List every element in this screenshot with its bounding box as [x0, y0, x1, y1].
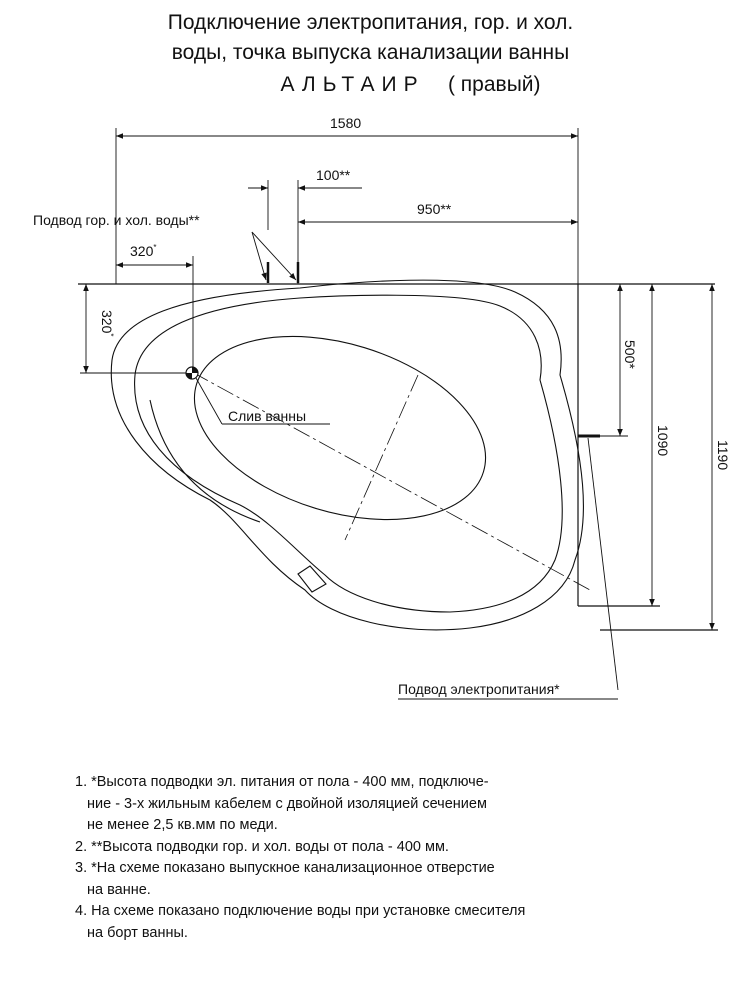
center-line-long	[191, 371, 591, 591]
water-inlets	[251, 231, 300, 283]
water-leader-1	[251, 231, 267, 281]
bathtub-armrest	[149, 399, 261, 523]
power-inlet	[398, 434, 619, 700]
bathtub-basin	[193, 335, 487, 521]
note-1-line-2: ние - 3-х жильным кабелем с двойной изол…	[87, 795, 487, 812]
dim-1580-label: 1580	[330, 115, 361, 131]
power-label: Подвод электропитания*	[398, 681, 560, 697]
model-name: АЛЬТАИР	[280, 73, 425, 96]
model-variant: ( правый)	[447, 73, 541, 96]
dim-100-label: 100**	[316, 167, 351, 183]
dim-320-x-value: 320	[130, 243, 154, 259]
note-4-line-1: 4. На схеме показано подключение воды пр…	[75, 903, 526, 919]
extension-lines	[80, 128, 628, 437]
drain-leader	[195, 377, 223, 425]
title-line-1: Подключение электропитания, гор. и хол.	[167, 11, 574, 34]
dim-320-x-mark: *	[153, 243, 156, 252]
power-leader	[587, 437, 619, 691]
dim-320-y-value: 320	[99, 310, 115, 334]
bathtub-seat	[297, 565, 327, 593]
note-1-line-3: не менее 2,5 кв.мм по меди.	[87, 817, 278, 833]
bathtub-outline	[110, 279, 584, 631]
note-3-line-1: 3. *На схеме показано выпускное канализа…	[75, 860, 495, 876]
dim-320-x-label: 320*	[130, 243, 156, 259]
note-1-line-1: 1. *Высота подводки эл. питания от пола …	[75, 774, 489, 790]
dim-1090-label: 1090	[655, 425, 671, 456]
note-3-line-2: на ванне.	[87, 881, 151, 898]
dim-320-y-label: 320*	[99, 310, 115, 336]
dim-1190-label: 1190	[715, 440, 731, 470]
title-line-2: воды, точка выпуска канализации ванны	[171, 41, 570, 64]
center-line-short	[344, 374, 419, 541]
drain-fill	[186, 367, 198, 379]
dimension-lines	[83, 133, 715, 630]
notes-list: 1. *Высота подводки эл. питания от пола …	[75, 772, 715, 944]
center-lines	[191, 371, 591, 591]
wall-lines	[78, 283, 718, 631]
title-line-3: АЛЬТАИР ( правый)	[40, 70, 741, 100]
bathtub-inner-rim	[134, 294, 563, 613]
drain-label: Слив ванны	[228, 408, 306, 424]
bathtub-outer-rim	[110, 279, 584, 631]
note-4-line-2: на борт ванны.	[87, 924, 188, 941]
drain-symbol	[185, 366, 330, 425]
water-label: Подвод гор. и хол. воды**	[33, 212, 200, 228]
dim-320-y-mark: *	[106, 333, 115, 336]
note-2-line-1: 2. **Высота подводки гор. и хол. воды от…	[75, 838, 449, 855]
water-leader-2	[251, 231, 297, 281]
dim-500-label: 500*	[622, 340, 638, 369]
dim-950-label: 950**	[417, 201, 452, 217]
